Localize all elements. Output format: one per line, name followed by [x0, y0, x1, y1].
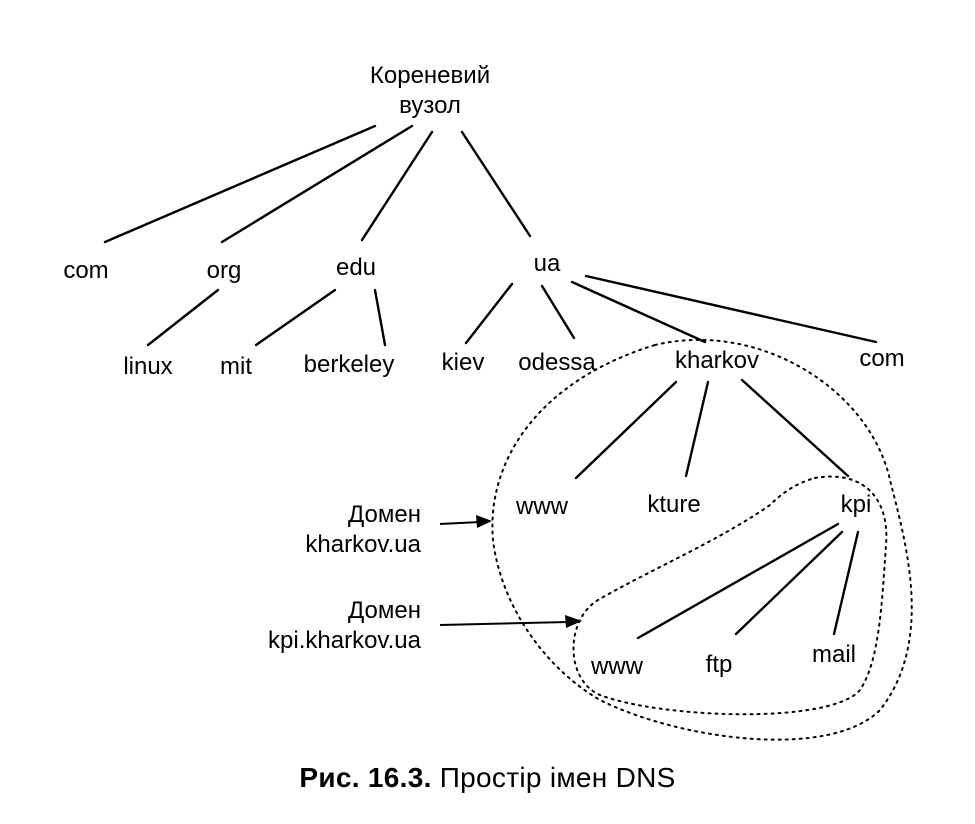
arrow-kharkov-domain	[439, 521, 481, 525]
node-linux: linux	[123, 353, 172, 380]
figure-caption: Рис. 16.3. Простір імен DNS	[0, 762, 975, 794]
node-mail: mail	[812, 641, 856, 668]
edge-edu-berkeley	[373, 288, 387, 347]
edge-kpi-mail	[832, 530, 860, 636]
edge-org-linux	[146, 288, 220, 347]
edge-root-edu	[360, 130, 434, 242]
edge-ua-kharkov	[570, 280, 707, 344]
node-edu: edu	[336, 254, 376, 281]
node-odessa: odessa	[518, 349, 596, 376]
dns-namespace-diagram: Кореневий вузол com org edu ua linux mit…	[63, 62, 913, 741]
node-kture: kture	[647, 491, 700, 518]
domain-boundary-kpi	[572, 475, 888, 716]
edge-edu-mit	[254, 288, 337, 347]
node-mit: mit	[220, 353, 252, 380]
node-kpi: kpi	[841, 491, 872, 518]
root-node-label-line2: вузол	[399, 92, 461, 119]
domain-boundary-kharkov	[491, 338, 913, 741]
node-berkeley: berkeley	[304, 351, 395, 378]
node-kiev: kiev	[442, 349, 485, 376]
node-ua: ua	[534, 250, 561, 277]
arrowhead-kharkov-domain	[476, 515, 492, 528]
edge-ua-kiev	[464, 282, 514, 345]
root-node-label-line1: Кореневий	[370, 62, 490, 89]
edge-root-ua	[460, 130, 532, 238]
node-com: com	[63, 257, 108, 284]
node-kharkov: kharkov	[675, 347, 759, 374]
tree-edges	[103, 124, 878, 640]
domain-kpi-label-line1: Домен	[348, 597, 421, 624]
node-org: org	[207, 257, 242, 284]
domain-arrows	[439, 515, 582, 628]
node-kpi-www: www	[590, 653, 644, 680]
edge-kharkov-kpi	[740, 378, 850, 478]
edge-root-com	[103, 124, 377, 244]
edge-kpi-www	[636, 522, 840, 640]
arrowhead-kpi-domain	[565, 615, 582, 628]
edge-kpi-ftp	[734, 530, 844, 636]
edge-ua-com	[584, 274, 878, 344]
domain-kharkov-label-line2: kharkov.ua	[305, 531, 421, 558]
node-ftp: ftp	[706, 651, 733, 678]
domain-labels: Домен kharkov.ua Домен kpi.kharkov.ua	[268, 501, 422, 654]
node-kharkov-www: www	[515, 493, 569, 520]
domain-kharkov-label-line1: Домен	[348, 501, 421, 528]
edge-root-org	[220, 124, 414, 244]
edge-kharkov-kture	[684, 380, 710, 478]
tree-nodes: Кореневий вузол com org edu ua linux mit…	[63, 62, 904, 680]
node-ua-com: com	[859, 345, 904, 372]
domain-kpi-label-line2: kpi.kharkov.ua	[268, 627, 422, 654]
edge-ua-odessa	[540, 284, 576, 340]
arrow-kpi-domain	[439, 621, 569, 626]
edge-kharkov-www	[574, 380, 678, 480]
figure-number: Рис. 16.3.	[299, 762, 432, 793]
figure-title: Простір імен DNS	[431, 762, 676, 793]
